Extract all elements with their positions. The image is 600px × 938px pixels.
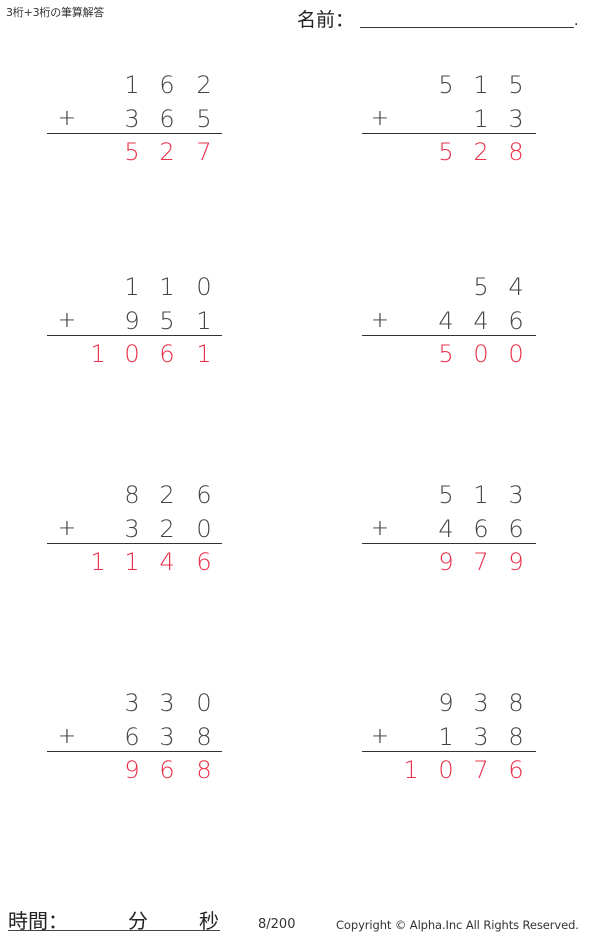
answer-digit: 4 (159, 548, 175, 576)
answer-digit: 1 (403, 756, 419, 784)
top-digit: 2 (196, 71, 212, 99)
bottom-digit: 6 (124, 723, 140, 751)
bottom-digit: 1 (196, 307, 212, 335)
answer-digit: 5 (124, 138, 140, 166)
bottom-digit: 4 (438, 515, 454, 543)
bottom-digit: 4 (473, 307, 489, 335)
top-digit: 9 (438, 689, 454, 717)
plus-operator: + (57, 516, 77, 541)
bottom-digit: 5 (159, 307, 175, 335)
answer-digit: 7 (473, 548, 489, 576)
top-digit: 4 (508, 273, 524, 301)
bottom-digit: 3 (124, 515, 140, 543)
answer-digit: 8 (508, 138, 524, 166)
worksheet-title: 3桁+3桁の筆算解答 (6, 6, 105, 19)
top-digit: 5 (508, 71, 524, 99)
bottom-digit: 6 (508, 307, 524, 335)
bottom-digit: 6 (508, 515, 524, 543)
top-digit: 3 (124, 689, 140, 717)
top-digit: 5 (438, 71, 454, 99)
top-digit: 0 (196, 689, 212, 717)
top-digit: 1 (124, 71, 140, 99)
time-field[interactable]: 時間： 分 秒 (8, 905, 220, 933)
bottom-digit: 1 (438, 723, 454, 751)
plus-operator: + (370, 308, 390, 333)
sum-rule (47, 335, 222, 336)
minutes-label: 分 (128, 909, 148, 933)
answer-digit: 6 (159, 340, 175, 368)
name-label: 名前： (297, 9, 355, 31)
sum-rule (47, 543, 222, 544)
plus-operator: + (370, 724, 390, 749)
sum-rule (47, 751, 222, 752)
bottom-digit: 5 (196, 105, 212, 133)
sum-rule (362, 543, 536, 544)
name-terminator: . (574, 13, 579, 29)
answer-digit: 0 (438, 756, 454, 784)
bottom-digit: 1 (473, 105, 489, 133)
bottom-digit: 6 (473, 515, 489, 543)
bottom-digit: 6 (159, 105, 175, 133)
plus-operator: + (57, 724, 77, 749)
answer-digit: 8 (196, 756, 212, 784)
top-digit: 8 (508, 689, 524, 717)
answer-digit: 7 (196, 138, 212, 166)
answer-digit: 9 (438, 548, 454, 576)
answer-digit: 1 (90, 340, 106, 368)
answer-digit: 2 (473, 138, 489, 166)
bottom-digit: 3 (508, 105, 524, 133)
top-digit: 1 (473, 481, 489, 509)
answer-digit: 1 (90, 548, 106, 576)
page-number: 8/200 (258, 917, 296, 932)
top-digit: 6 (159, 71, 175, 99)
bottom-digit: 0 (196, 515, 212, 543)
top-digit: 1 (159, 273, 175, 301)
answer-digit: 0 (124, 340, 140, 368)
top-digit: 3 (473, 689, 489, 717)
answer-digit: 5 (438, 138, 454, 166)
answer-digit: 6 (508, 756, 524, 784)
name-field[interactable] (360, 27, 574, 28)
plus-operator: + (370, 106, 390, 131)
top-digit: 5 (473, 273, 489, 301)
bottom-digit: 3 (124, 105, 140, 133)
top-digit: 1 (124, 273, 140, 301)
answer-digit: 2 (159, 138, 175, 166)
answer-digit: 0 (473, 340, 489, 368)
sum-rule (47, 133, 222, 134)
top-digit: 1 (473, 71, 489, 99)
top-digit: 5 (438, 481, 454, 509)
bottom-digit: 3 (159, 723, 175, 751)
sum-rule (362, 751, 536, 752)
top-digit: 3 (159, 689, 175, 717)
top-digit: 3 (508, 481, 524, 509)
bottom-digit: 9 (124, 307, 140, 335)
answer-digit: 9 (508, 548, 524, 576)
answer-digit: 1 (196, 340, 212, 368)
answer-digit: 5 (438, 340, 454, 368)
bottom-digit: 8 (508, 723, 524, 751)
answer-digit: 6 (159, 756, 175, 784)
sum-rule (362, 335, 536, 336)
top-digit: 2 (159, 481, 175, 509)
sum-rule (362, 133, 536, 134)
copyright: Copyright © Alpha.Inc All Rights Reserve… (336, 918, 579, 932)
answer-digit: 9 (124, 756, 140, 784)
top-digit: 8 (124, 481, 140, 509)
bottom-digit: 3 (473, 723, 489, 751)
top-digit: 6 (196, 481, 212, 509)
answer-digit: 0 (508, 340, 524, 368)
answer-digit: 7 (473, 756, 489, 784)
top-digit: 0 (196, 273, 212, 301)
bottom-digit: 8 (196, 723, 212, 751)
seconds-label: 秒 (199, 909, 219, 933)
time-label: 時間： (8, 909, 68, 933)
answer-digit: 1 (124, 548, 140, 576)
bottom-digit: 2 (159, 515, 175, 543)
bottom-digit: 4 (438, 307, 454, 335)
plus-operator: + (57, 308, 77, 333)
answer-digit: 6 (196, 548, 212, 576)
plus-operator: + (57, 106, 77, 131)
plus-operator: + (370, 516, 390, 541)
